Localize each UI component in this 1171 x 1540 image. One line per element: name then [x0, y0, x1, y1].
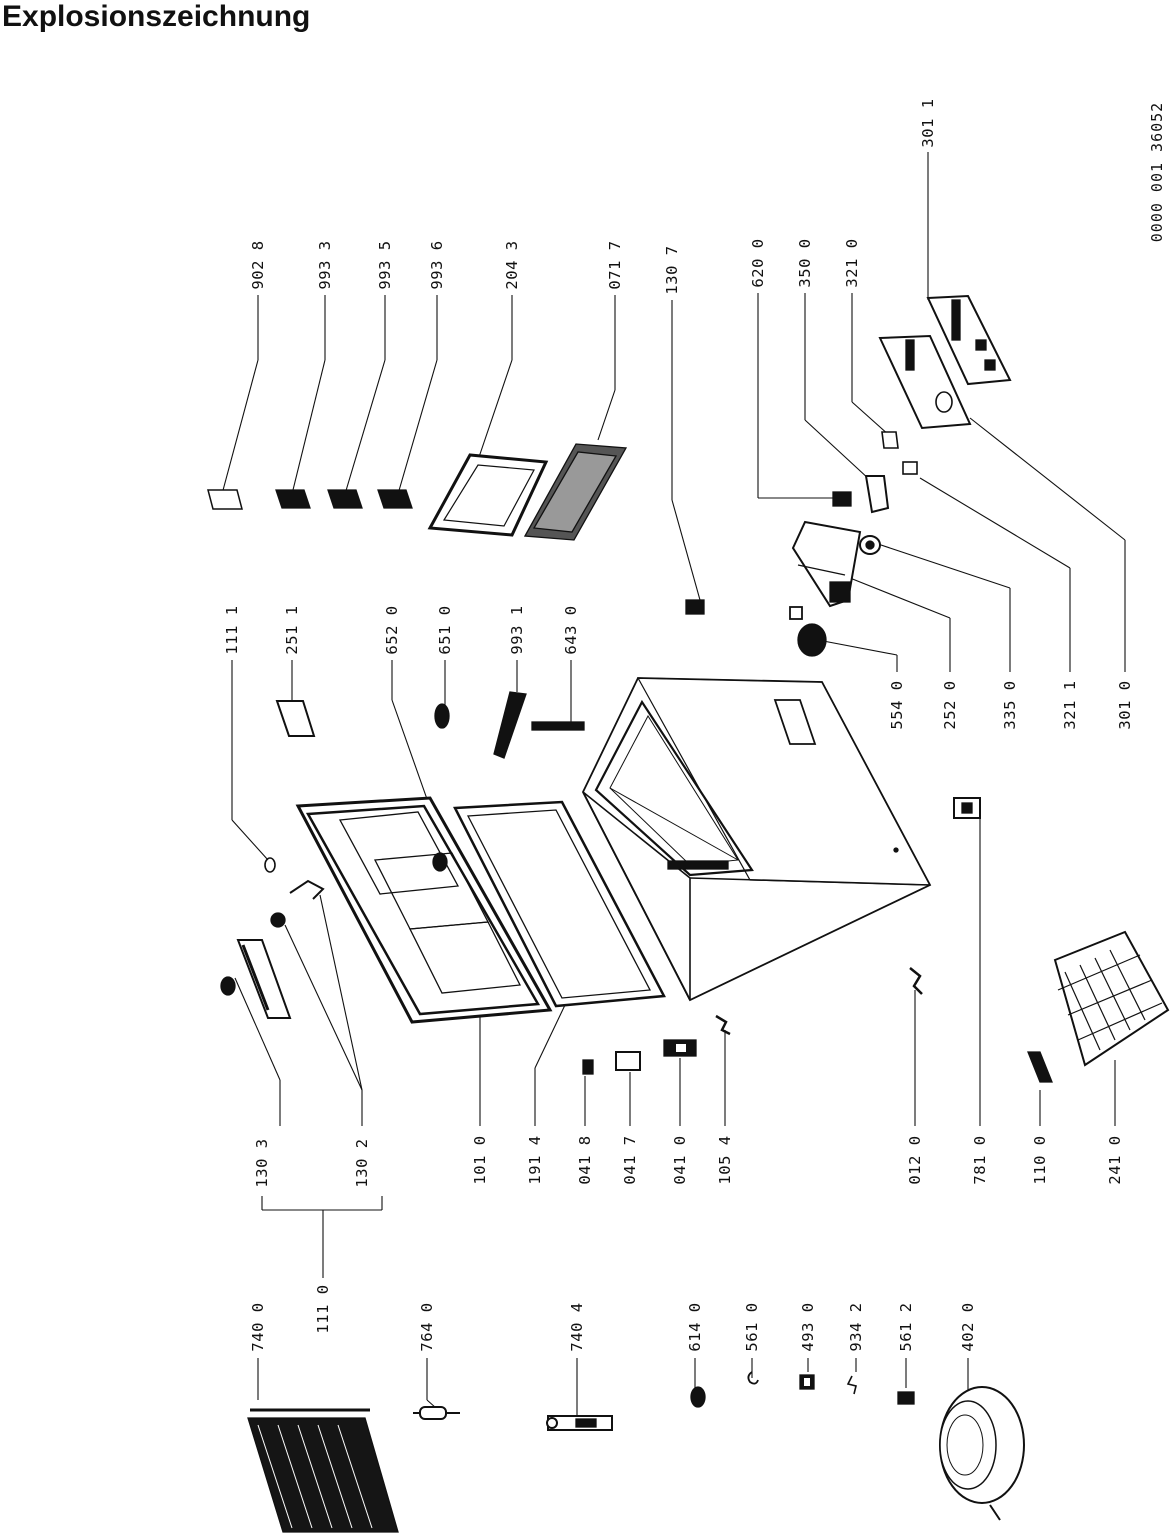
wire-basket [1053, 930, 1170, 1067]
control-panel-301-1 [926, 294, 1012, 386]
part-071-7 [523, 443, 628, 541]
part-130-2 [270, 879, 325, 928]
condenser [247, 1408, 399, 1533]
part-993-1 [493, 691, 527, 759]
part-902-8 [207, 489, 243, 510]
part-012-0 [909, 967, 923, 995]
part-130-7 [685, 599, 705, 615]
part-651-0 [434, 703, 450, 729]
freezer-lid [295, 796, 553, 1024]
control-panel-301-0 [878, 334, 972, 430]
part-781-0 [953, 797, 981, 819]
part-561-0 [747, 1371, 759, 1385]
part-251-1 [275, 700, 316, 737]
compressor [939, 1386, 1025, 1521]
part-554-0 [789, 606, 827, 657]
freezer-cabinet [581, 677, 932, 1002]
part-130-3 [220, 976, 236, 996]
part-643-0 [531, 721, 585, 731]
part-561-2 [897, 1391, 915, 1405]
part-252-0 [791, 520, 862, 608]
part-111-1 [264, 857, 276, 873]
part-493-0 [799, 1374, 815, 1390]
page-title: Explosionszeichnung [2, 0, 311, 33]
control-parts [832, 431, 918, 555]
bracket-740-4 [546, 1415, 613, 1431]
part-204-3 [427, 453, 549, 537]
lid-hinge-bar [236, 939, 292, 1019]
parts-041-105 [582, 1014, 731, 1075]
part-110-0 [1027, 1051, 1053, 1083]
filter-dryer [413, 1406, 460, 1420]
parts-993 [275, 489, 413, 509]
part-614-0 [690, 1386, 706, 1408]
lid-gasket [453, 800, 666, 1008]
part-934-2 [846, 1375, 857, 1395]
